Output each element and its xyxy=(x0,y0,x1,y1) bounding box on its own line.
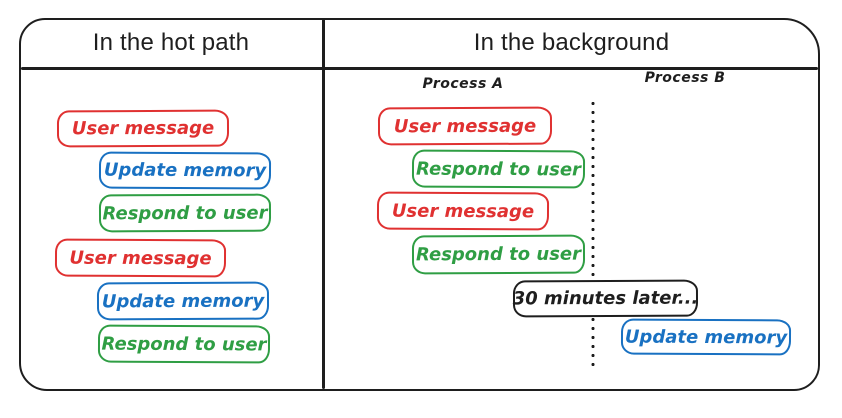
box-user-message: User message xyxy=(56,109,230,148)
process-separator-dotted-line xyxy=(591,101,595,371)
process-a-label: Process A xyxy=(422,76,504,92)
box-label: User message xyxy=(391,200,535,222)
process-b-label: Process B xyxy=(644,70,726,86)
box-respond-to-user: Respond to user xyxy=(97,324,271,364)
box-update-memory: Update memory xyxy=(620,318,792,356)
header-divider-line xyxy=(21,67,818,70)
note-30-minutes-later: 30 minutes later... xyxy=(512,279,699,318)
box-label: Update memory xyxy=(624,326,788,348)
box-user-message: User message xyxy=(54,238,227,278)
box-respond-to-user: Respond to user xyxy=(98,193,272,233)
box-label: Respond to user xyxy=(101,333,267,355)
note-label: 30 minutes later... xyxy=(512,287,699,310)
box-label: User message xyxy=(393,115,537,137)
box-label: Respond to user xyxy=(102,202,268,224)
panel-divider-line xyxy=(322,19,325,389)
box-respond-to-user: Respond to user xyxy=(411,149,586,189)
box-update-memory: Update memory xyxy=(96,281,270,321)
box-label: Respond to user xyxy=(415,158,582,180)
background-panel-title: In the background xyxy=(473,29,670,56)
box-update-memory: Update memory xyxy=(98,151,272,190)
box-user-message: User message xyxy=(376,191,550,231)
box-label: User message xyxy=(71,117,215,140)
box-label: Update memory xyxy=(103,159,267,182)
box-respond-to-user: Respond to user xyxy=(411,234,586,275)
outer-frame xyxy=(19,18,820,391)
box-label: Respond to user xyxy=(415,243,582,266)
box-user-message: User message xyxy=(377,106,553,146)
hot-path-panel-title: In the hot path xyxy=(92,29,250,56)
box-label: User message xyxy=(69,247,212,269)
box-label: Update memory xyxy=(101,290,265,312)
